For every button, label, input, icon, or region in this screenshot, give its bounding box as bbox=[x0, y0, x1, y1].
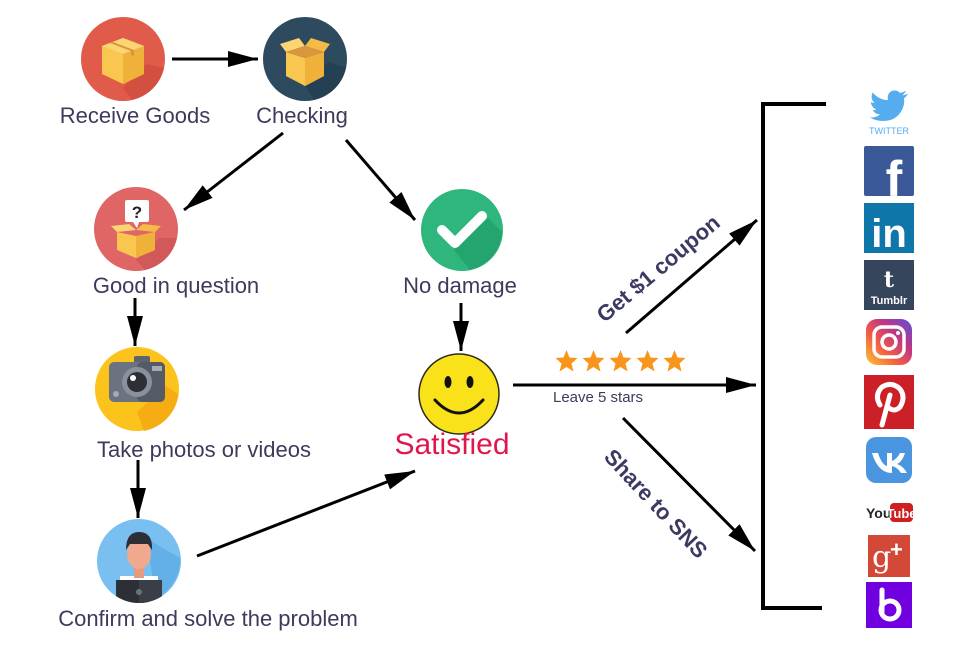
svg-text:f: f bbox=[886, 151, 903, 196]
badoo-icon[interactable] bbox=[866, 582, 912, 628]
linkedin-icon[interactable]: in bbox=[864, 203, 914, 253]
svg-text:t: t bbox=[884, 267, 895, 293]
node-label-take-photos: Take photos or videos bbox=[96, 437, 312, 462]
star-icon bbox=[636, 350, 659, 372]
vk-icon[interactable] bbox=[864, 435, 914, 485]
node-label-receive-goods: Receive Goods bbox=[59, 103, 211, 128]
checkmark-icon bbox=[421, 189, 503, 271]
open-box-icon bbox=[263, 17, 347, 101]
star-icon bbox=[609, 350, 632, 372]
facebook-icon[interactable]: f bbox=[864, 146, 914, 196]
smiley-icon bbox=[418, 353, 500, 435]
svg-text:TWITTER: TWITTER bbox=[869, 126, 909, 136]
arrow-confirm-to-satisfied bbox=[196, 469, 416, 558]
node-label-satisfied: Satisfied bbox=[394, 428, 510, 461]
pinterest-icon[interactable] bbox=[864, 375, 914, 429]
arrow-coupon bbox=[625, 218, 758, 335]
svg-text:+: + bbox=[890, 537, 903, 562]
camera-icon bbox=[95, 347, 179, 431]
five-star-rating bbox=[553, 349, 688, 373]
svg-text:?: ? bbox=[132, 203, 142, 222]
google-plus-icon[interactable]: g + bbox=[868, 535, 910, 577]
node-label-checking: Checking bbox=[256, 103, 348, 128]
arrow-share bbox=[621, 416, 757, 553]
node-label-confirm-solve: Confirm and solve the problem bbox=[58, 606, 358, 631]
node-label-good-in-question: Good in question bbox=[92, 273, 260, 298]
svg-text:Tumblr: Tumblr bbox=[871, 295, 908, 307]
star-icon bbox=[582, 350, 605, 372]
twitter-icon[interactable]: TWITTER bbox=[864, 88, 914, 138]
leave-stars-label: Leave 5 stars bbox=[553, 389, 644, 406]
social-bracket bbox=[761, 102, 826, 610]
star-icon bbox=[663, 350, 686, 372]
node-label-no-damage: No damage bbox=[403, 273, 517, 298]
svg-text:You: You bbox=[866, 505, 891, 521]
svg-text:g: g bbox=[872, 540, 891, 575]
star-icon bbox=[555, 350, 578, 372]
instagram-icon[interactable] bbox=[864, 317, 914, 367]
arrow-checking-to-nodamage bbox=[344, 139, 417, 221]
question-box-icon: ? bbox=[94, 187, 178, 271]
arrow-checking-to-question bbox=[183, 131, 284, 212]
person-laptop-icon bbox=[97, 519, 181, 603]
tumblr-icon[interactable]: t Tumblr bbox=[864, 260, 914, 310]
svg-text:Tube: Tube bbox=[886, 506, 914, 521]
youtube-icon[interactable]: You Tube bbox=[864, 500, 914, 524]
closed-box-icon bbox=[81, 17, 165, 101]
svg-text:in: in bbox=[871, 212, 907, 253]
